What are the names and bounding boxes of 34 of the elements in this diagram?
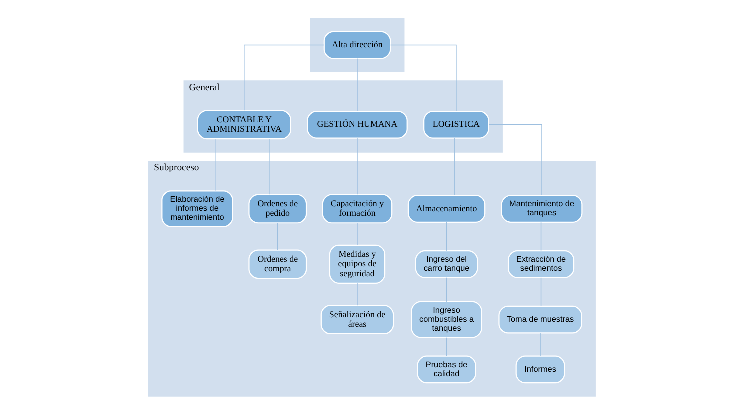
connector [446,222,447,252]
node-box: Señalización de áreas [320,305,394,335]
connector [356,222,358,246]
cluster [308,16,406,75]
node-box: Almacenamiento [407,195,486,223]
node-box: Alta dirección [323,31,391,60]
node-box: Ordenes de compra [248,250,307,280]
node-box: Ingreso del carro tanque [414,250,478,278]
node-box: Ordenes de pedido [248,194,307,224]
connector [244,44,324,112]
node-box: CONTABLE Y ADMINISTRATIVA [196,110,291,140]
node-box: Pruebas de calidad [416,356,476,384]
connector [269,138,270,196]
connector [488,124,542,196]
node-box: LOGISTICA [423,110,489,139]
node-box: Mantenimiento de tanques [500,195,582,223]
node-box: GESTIÓN HUMANA [306,110,408,139]
connector [356,283,358,306]
node-box: Capacitación y formación [322,194,392,224]
node-box: Extracción de sedimentos [507,250,574,278]
connector [356,58,358,112]
connector [277,222,278,251]
node-box: Informes [515,356,565,384]
connector [540,222,542,252]
connector [540,277,542,307]
connector [446,337,447,356]
connector [390,44,456,112]
connector [446,277,447,302]
node-box: Ingreso combustibles a tanques [410,301,482,338]
node-box: Medidas y equipos de seguridad [328,244,386,284]
node-box: Elaboración de informes de mantenimiento [161,190,233,228]
node-box: Toma de muestras [498,306,582,334]
connector [356,138,358,196]
connector [214,138,216,192]
